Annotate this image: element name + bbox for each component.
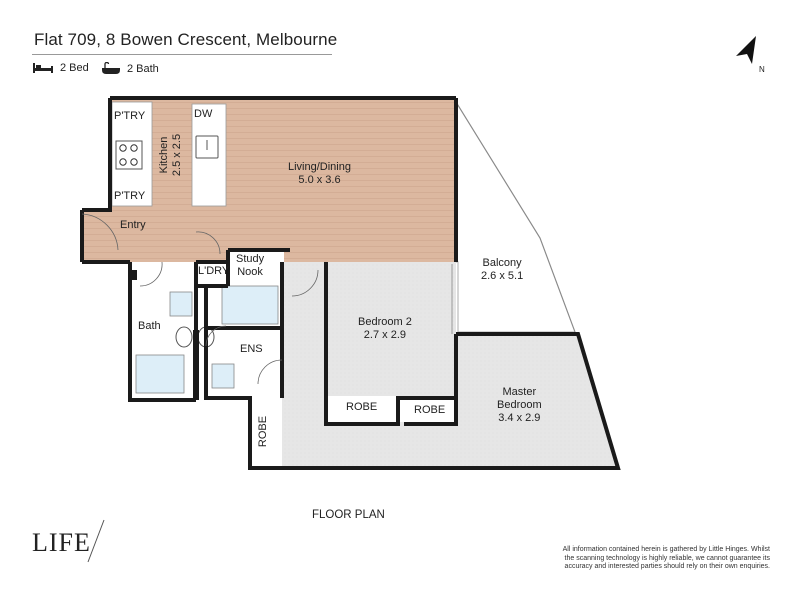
master-name: Master	[502, 386, 537, 398]
master-bedroom-label: Master Bedroom 3.4 x 2.9	[497, 386, 542, 425]
study-nook-floor	[230, 252, 284, 280]
logo-text: LIFE	[32, 528, 91, 557]
balcony-label: Balcony 2.6 x 5.1	[481, 257, 523, 283]
ens-vanity	[211, 363, 235, 389]
bath-vanity	[169, 291, 193, 317]
kitchen-label: Kitchen 2.5 x 2.5	[158, 134, 184, 176]
toilet-bath	[175, 326, 193, 348]
robe3-floor	[250, 396, 280, 466]
bathtub-icon	[102, 62, 120, 74]
baths-count: 2 Bath	[127, 62, 159, 75]
balcony-dimensions: 2.6 x 5.1	[481, 270, 524, 282]
living-name: Living/Dining	[288, 161, 351, 173]
robe2-label: ROBE	[414, 404, 446, 416]
study-name: Study	[236, 253, 265, 265]
pantry-top-label: P'TRY	[114, 110, 146, 122]
bedroom2-name: Bedroom 2	[358, 316, 412, 328]
cooktop	[115, 140, 143, 170]
baths-info: 2 Bath	[101, 62, 159, 75]
floor-plan-caption: FLOOR PLAN	[312, 509, 385, 521]
walls	[80, 96, 621, 470]
door-swings	[81, 213, 319, 385]
living-floor	[86, 98, 456, 262]
entry-floor	[82, 210, 130, 262]
study-name-line2: Nook	[237, 266, 263, 278]
beds-count: 2 Bed	[60, 62, 89, 74]
bed-icon	[33, 63, 53, 73]
living-dimensions: 5.0 x 3.6	[298, 174, 341, 186]
entry-label: Entry	[120, 219, 146, 231]
robe3-label: ROBE	[257, 415, 270, 448]
dishwasher-label: DW	[194, 108, 213, 120]
logo-slash-icon	[87, 519, 105, 563]
living-label: Living/Dining 5.0 x 3.6	[288, 161, 351, 187]
balcony-balustrade	[455, 101, 576, 333]
bedroom2-label: Bedroom 2 2.7 x 2.9	[358, 316, 412, 342]
bath-shower	[135, 354, 185, 394]
robe1-floor	[330, 396, 396, 420]
bedroom2-dimensions: 2.7 x 2.9	[363, 329, 406, 341]
laundry-label: L'DRY	[198, 265, 230, 277]
wall-piers	[131, 270, 199, 400]
disclaimer: All information contained herein is gath…	[562, 546, 770, 570]
laundry-floor	[196, 262, 228, 284]
robe1-label: ROBE	[346, 401, 378, 413]
north-arrow-icon: N	[736, 36, 765, 74]
title-divider	[32, 54, 332, 55]
hall-carpet	[282, 262, 330, 470]
listing-title: Flat 709, 8 Bowen Crescent, Melbourne	[34, 30, 338, 49]
ensuite-label: ENS	[240, 343, 263, 355]
master-name-line2: Bedroom	[497, 399, 542, 411]
master-floor	[282, 336, 617, 466]
bedroom2-floor	[326, 262, 456, 396]
pantry-bottom-label: P'TRY	[114, 190, 146, 202]
beds-info: 2 Bed	[32, 62, 89, 74]
balcony-area	[455, 99, 576, 333]
bath-label: Bath	[138, 320, 161, 332]
north-label: N	[759, 65, 765, 74]
kitchen-name: Kitchen	[158, 136, 171, 174]
brand-logo: LIFE	[32, 519, 105, 563]
master-dimensions: 3.4 x 2.9	[498, 412, 541, 424]
balcony-name: Balcony	[482, 257, 522, 269]
study-nook-label: Study Nook	[236, 253, 264, 279]
ens-shower	[221, 285, 279, 325]
kitchen-dimensions: 2.5 x 2.5	[171, 133, 184, 177]
